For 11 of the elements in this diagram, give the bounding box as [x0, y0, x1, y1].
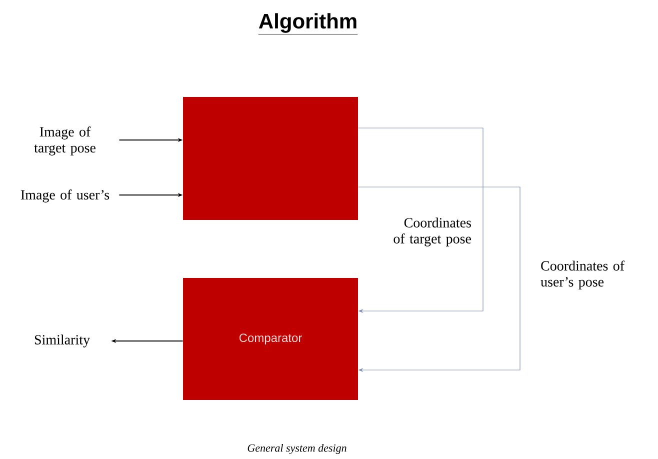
process-box: Comparator: [183, 278, 358, 400]
caption: General system design: [248, 444, 346, 454]
title: Algorithm: [258, 13, 358, 34]
arrow: [358, 186, 520, 372]
input-label: Image of user’s: [20, 190, 110, 202]
input-label: Similarity: [34, 334, 90, 348]
edge-label: Coordinates of user’s pose: [540, 260, 625, 290]
input-label: Image of target pose: [34, 126, 96, 156]
process-box: [183, 97, 358, 220]
arrow: [358, 128, 484, 314]
edge-label: Coordinates of target pose: [394, 218, 471, 246]
